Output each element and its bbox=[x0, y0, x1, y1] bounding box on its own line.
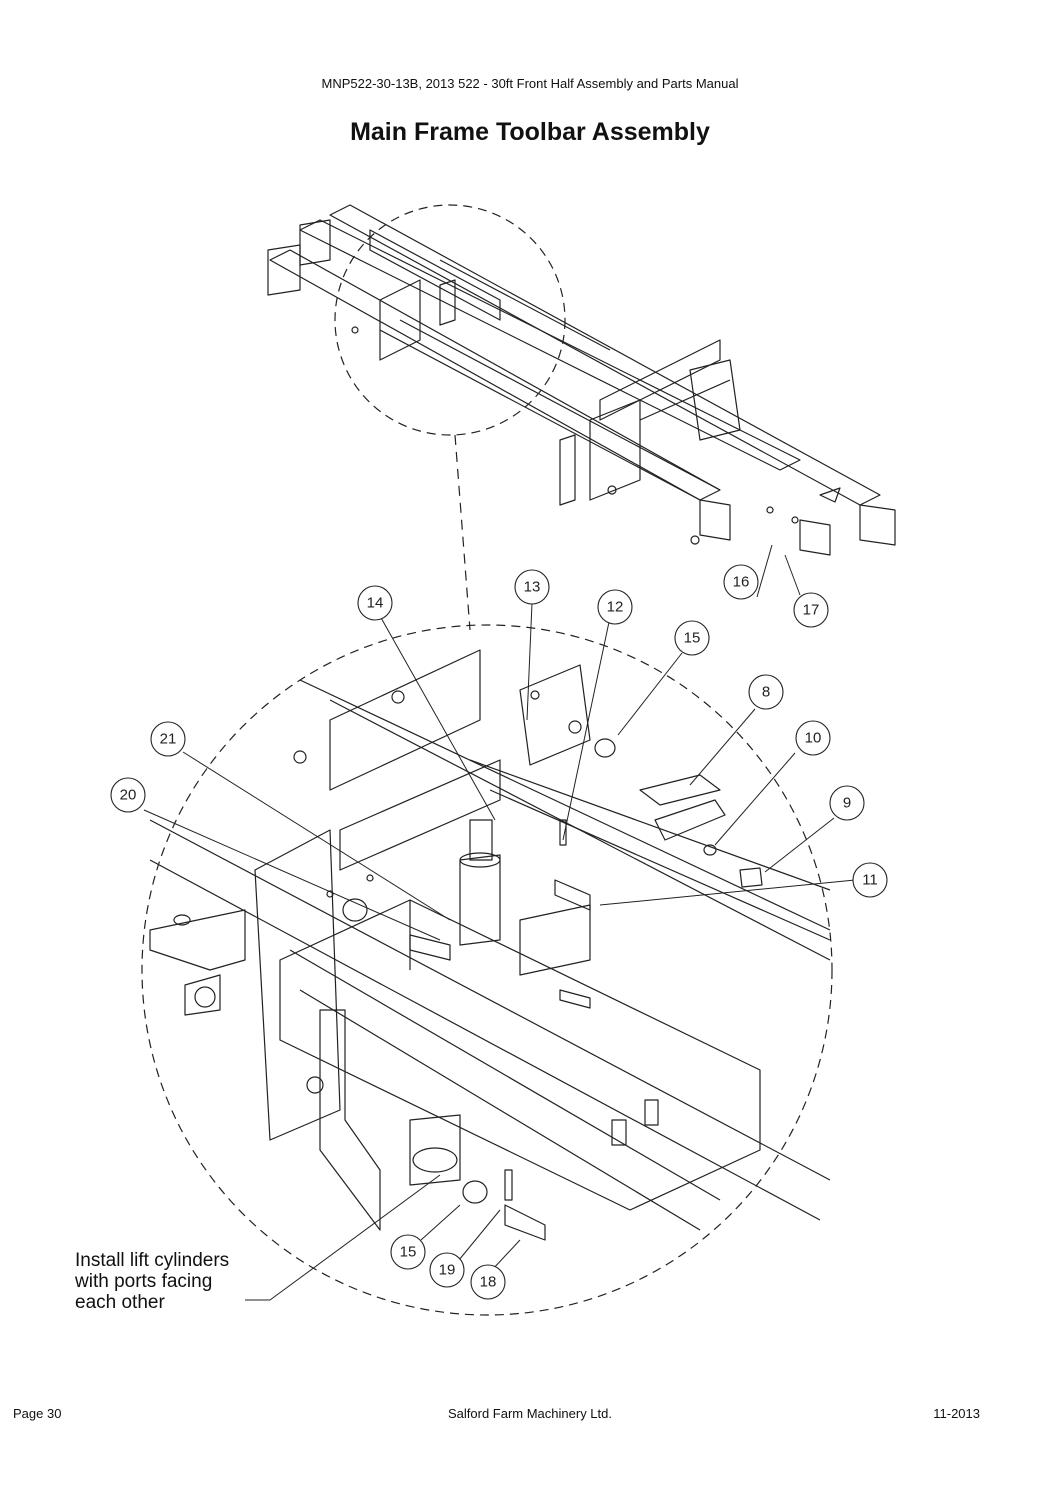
footer-date: 11-2013 bbox=[933, 1406, 980, 1421]
page-title: Main Frame Toolbar Assembly bbox=[350, 118, 710, 146]
callout-9: 9 bbox=[829, 785, 865, 821]
callout-21: 21 bbox=[150, 721, 186, 757]
callout-18: 18 bbox=[470, 1264, 506, 1300]
callout-15-bottom: 15 bbox=[390, 1234, 426, 1270]
callout-14: 14 bbox=[357, 585, 393, 621]
svg-text:19: 19 bbox=[439, 1262, 456, 1279]
detail-circle-small bbox=[334, 204, 566, 436]
callout-17: 17 bbox=[793, 592, 829, 628]
svg-text:17: 17 bbox=[803, 602, 820, 619]
svg-text:13: 13 bbox=[524, 579, 541, 596]
svg-text:21: 21 bbox=[160, 731, 177, 748]
svg-text:15: 15 bbox=[684, 630, 701, 647]
svg-text:8: 8 bbox=[762, 684, 770, 701]
svg-text:11: 11 bbox=[862, 872, 878, 889]
svg-text:10: 10 bbox=[805, 730, 822, 747]
detail-circle-large bbox=[141, 624, 833, 1316]
leader-lines bbox=[143, 544, 856, 1301]
svg-text:15: 15 bbox=[400, 1244, 417, 1261]
overview-frame bbox=[267, 204, 896, 556]
callout-15-top: 15 bbox=[674, 620, 710, 656]
callout-20: 20 bbox=[110, 777, 146, 813]
svg-text:9: 9 bbox=[843, 795, 851, 812]
document-header: MNP522-30-13B, 2013 522 - 30ft Front Hal… bbox=[321, 76, 739, 91]
detail-connector bbox=[454, 434, 471, 631]
svg-text:14: 14 bbox=[367, 595, 384, 612]
callout-11: 11 bbox=[852, 862, 888, 898]
callout-8: 8 bbox=[748, 674, 784, 710]
installation-note: Install lift cylinders with ports facing… bbox=[75, 1250, 230, 1313]
svg-text:12: 12 bbox=[607, 599, 624, 616]
callout-19: 19 bbox=[429, 1252, 465, 1288]
callout-13: 13 bbox=[514, 569, 550, 605]
detail-frame bbox=[149, 649, 831, 1241]
callout-12: 12 bbox=[597, 589, 633, 625]
footer-page-number: Page 30 bbox=[13, 1406, 62, 1421]
callout-16: 16 bbox=[723, 564, 759, 600]
callout-10: 10 bbox=[795, 720, 831, 756]
svg-text:16: 16 bbox=[733, 574, 750, 591]
footer-company: Salford Farm Machinery Ltd. bbox=[447, 1406, 612, 1421]
svg-text:20: 20 bbox=[120, 787, 137, 804]
svg-text:18: 18 bbox=[480, 1274, 497, 1291]
